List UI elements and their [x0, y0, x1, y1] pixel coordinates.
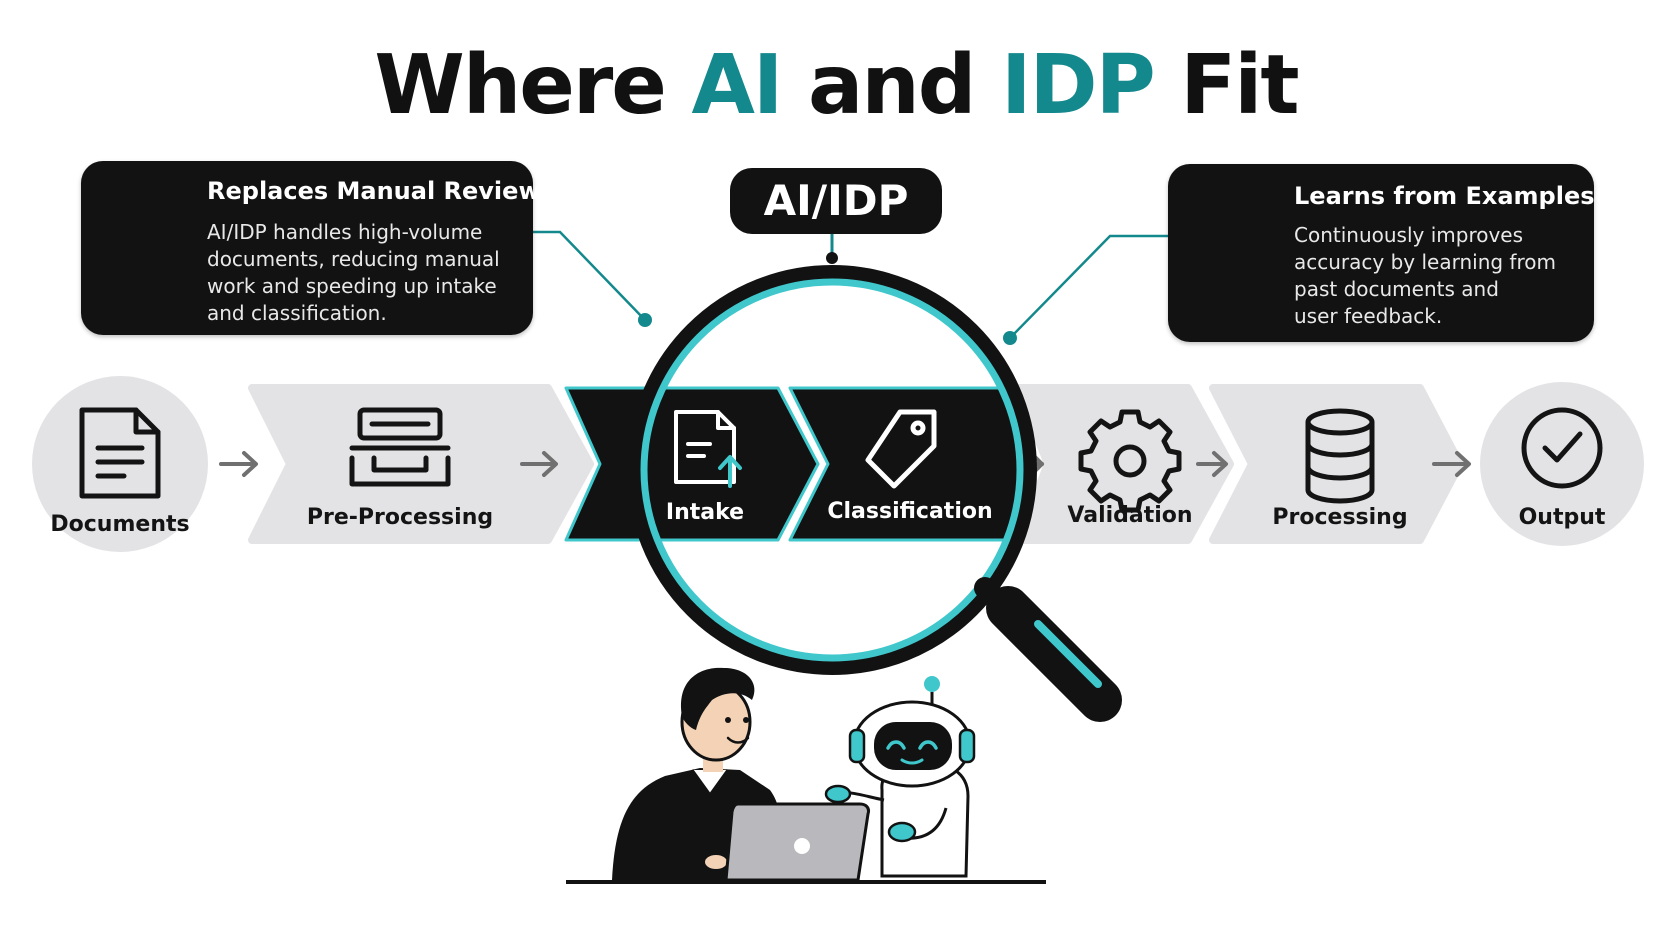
callout-line: and classification. — [207, 301, 387, 325]
title-word: Fit — [1180, 38, 1299, 133]
callout-line: work and speeding up intake — [207, 274, 497, 298]
callout-line: user feedback. — [1294, 304, 1443, 328]
stage-classification-shape — [788, 386, 1020, 542]
stage-label-intake: Intake — [665, 500, 745, 525]
flow-arrow — [1196, 451, 1228, 477]
callout-connector-left — [533, 230, 652, 327]
flow-arrow — [219, 451, 258, 477]
document-icon — [79, 407, 161, 499]
stage-label-documents: Documents — [50, 512, 190, 537]
stage-validation-shape — [1014, 384, 1234, 544]
title-word: and — [808, 38, 976, 133]
stage-processing-shape — [1209, 384, 1464, 544]
scanner-tray-icon — [349, 407, 451, 487]
callout-line: documents, reducing manual — [207, 247, 500, 271]
callout-body: AI/IDP handles high-volume documents, re… — [207, 219, 527, 327]
stage-label-preprocessing: Pre-Processing — [306, 505, 494, 530]
page-title: Where AI and IDP Fit — [0, 38, 1672, 133]
stage-preprocessing-shape — [248, 384, 594, 544]
callout-connector-right — [1003, 234, 1168, 345]
flow-arrow — [520, 451, 558, 477]
title-word: Where — [374, 38, 666, 133]
callout-replaces-manual-review: Replaces Manual Review AI/IDP handles hi… — [81, 161, 541, 335]
stage-label-output: Output — [1518, 505, 1606, 530]
callout-line: accuracy by learning from — [1294, 250, 1556, 274]
title-accent-ai: AI — [691, 38, 783, 133]
gear-icon — [1078, 409, 1182, 513]
checkmark-circle-icon — [1521, 407, 1603, 489]
document-upload-icon — [674, 410, 742, 488]
title-accent-idp: IDP — [1001, 38, 1156, 133]
callout-line: AI/IDP handles high-volume — [207, 220, 483, 244]
callout-line: Continuously improves — [1294, 223, 1524, 247]
stage-output-shape — [1480, 382, 1644, 546]
callout-body: Continuously improves accuracy by learni… — [1294, 222, 1584, 330]
database-icon — [1305, 408, 1375, 504]
flow-arrow — [1432, 451, 1471, 477]
stage-label-processing: Processing — [1272, 505, 1408, 530]
callout-title: Learns from Examples — [1294, 182, 1595, 210]
stage-intake-shape — [564, 386, 820, 542]
laptop-illustration — [724, 802, 870, 882]
badge-connector — [826, 234, 838, 264]
robot-illustration — [824, 676, 976, 878]
ai-idp-badge: AI/IDP — [730, 168, 942, 234]
magnifying-glass — [627, 265, 1122, 722]
callout-title: Replaces Manual Review — [207, 177, 541, 205]
callout-line: past documents and — [1294, 277, 1499, 301]
callout-learns-from-examples: Learns from Examples Continuously improv… — [1168, 164, 1595, 342]
stage-label-classification: Classification — [827, 499, 993, 524]
stage-label-validation: Validation — [1067, 503, 1193, 528]
tag-icon — [865, 409, 937, 489]
